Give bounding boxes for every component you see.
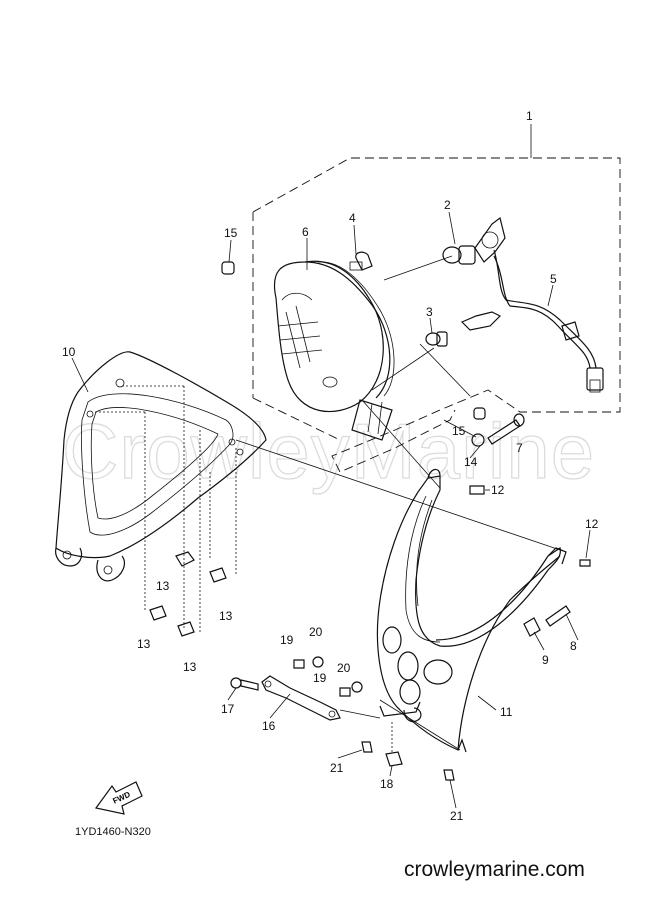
- callout-13-d: 13: [183, 660, 197, 674]
- side-cowling: [376, 468, 567, 753]
- callout-labels: 1 2 4 6 15 5 3 10 15 7 14 12 12 13 13 13…: [62, 109, 599, 823]
- callout-10: 10: [62, 345, 76, 359]
- callout-6: 6: [302, 225, 309, 239]
- callout-4: 4: [349, 211, 356, 225]
- grommet-top: [221, 261, 235, 275]
- grommet-lower: [473, 407, 486, 420]
- callout-1: 1: [526, 109, 533, 123]
- wire-harness: [460, 249, 604, 393]
- callout-12-b: 12: [585, 517, 599, 531]
- clip-nuts: [149, 551, 227, 637]
- callout-7: 7: [516, 441, 523, 455]
- callout-18: 18: [380, 777, 394, 791]
- bulb-small: [349, 251, 373, 271]
- callout-15-lower: 15: [452, 424, 466, 438]
- watermark-text: CrowleyMarine: [62, 407, 595, 495]
- headlight-assembly-boundary: [252, 157, 621, 473]
- forward-direction-arrow: FWD: [94, 781, 143, 815]
- callout-13-c: 13: [137, 637, 151, 651]
- callout-16: 16: [262, 719, 276, 733]
- callout-15-top: 15: [224, 226, 238, 240]
- headlight-unit: [273, 260, 395, 441]
- screws-and-nut: [361, 722, 455, 781]
- callout-2: 2: [444, 198, 451, 212]
- diagram-code: 1YD1460-N320: [75, 826, 151, 838]
- callout-11: 11: [500, 705, 513, 719]
- leader-lines: [71, 124, 591, 809]
- callout-14: 14: [464, 455, 478, 469]
- callout-20-b: 20: [337, 661, 351, 675]
- callout-9: 9: [542, 653, 549, 667]
- callout-13-b: 13: [219, 609, 233, 623]
- callout-19-b: 19: [313, 671, 327, 685]
- callout-21-a: 21: [330, 761, 344, 775]
- callout-8: 8: [570, 639, 577, 653]
- site-url: crowleymarine.com: [404, 858, 585, 881]
- headlight-bulb: [442, 216, 506, 265]
- position-bulb: [425, 331, 448, 347]
- callout-21-b: 21: [450, 809, 464, 823]
- spring-and-clip: [523, 605, 571, 637]
- nut-guide-lines: [95, 385, 237, 632]
- bolt-and-washer: [471, 413, 525, 447]
- headlight-cover: [55, 351, 267, 582]
- callout-20-a: 20: [309, 625, 323, 639]
- fwd-label: FWD: [111, 790, 132, 806]
- callout-13-a: 13: [156, 579, 170, 593]
- callout-19-a: 19: [280, 633, 294, 647]
- callout-5: 5: [550, 272, 557, 286]
- callout-3: 3: [426, 305, 433, 319]
- bolts-and-washers: [293, 656, 363, 697]
- callout-12-a: 12: [491, 483, 505, 497]
- callout-17: 17: [221, 702, 235, 716]
- screws-12: [469, 485, 591, 567]
